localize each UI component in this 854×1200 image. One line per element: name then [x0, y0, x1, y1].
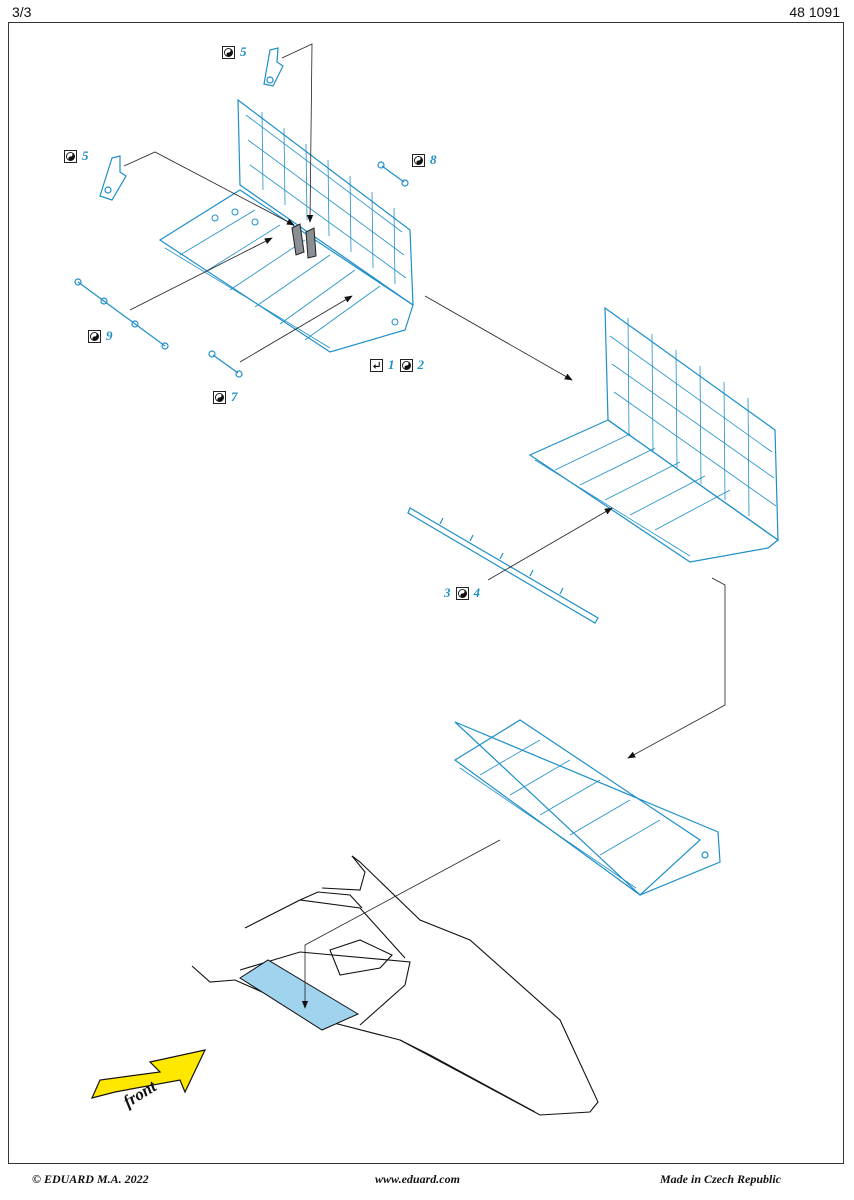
set-number: 48 1091: [789, 4, 840, 20]
flap-bay-highlight: [239, 959, 360, 1031]
wing-outline: [191, 855, 599, 1116]
part-5-upper: [263, 47, 284, 87]
leader-lines-2: [487, 507, 726, 759]
yin-yang-icon: [64, 149, 77, 163]
callout-part-5-left: 5: [64, 148, 89, 164]
leader-lines: [123, 43, 573, 381]
flap-bay-assembly-3: [453, 719, 721, 896]
yin-yang-icon: [399, 358, 413, 372]
flap-bay-assembly-2: [528, 306, 779, 563]
callout-number: 8: [430, 152, 437, 167]
yin-yang-icon: [88, 329, 101, 343]
yin-yang-icon: [412, 153, 425, 167]
front-arrow-icon: [90, 1049, 207, 1099]
flap-bay-assembly-1: [158, 98, 414, 353]
part-3-strip: [407, 507, 599, 624]
callout-parts-3-4: 3 4: [444, 585, 480, 601]
callout-number: 4: [473, 585, 481, 600]
part-9: [74, 278, 169, 350]
part-8: [377, 161, 409, 187]
callout-number: 1: [388, 357, 395, 372]
callout-number: 5: [240, 44, 247, 59]
callout-part-9: 9: [88, 328, 113, 344]
callout-number: 3: [444, 585, 451, 600]
callout-part-8: 8: [412, 152, 437, 168]
sheet-frame: [8, 22, 844, 1164]
yin-yang-icon: [213, 390, 226, 404]
callout-number: 2: [417, 357, 425, 372]
footer-made-in: Made in Czech Republic: [660, 1172, 781, 1187]
callout-part-5-upper: 5: [222, 44, 247, 60]
part-7: [208, 350, 243, 378]
callout-parts-1-2: 1 2: [370, 357, 424, 373]
callout-number: 9: [106, 328, 113, 343]
made-in-text: Made in Czech Republic: [660, 1172, 782, 1186]
yin-yang-icon: [455, 586, 469, 600]
page-number: 3/3: [12, 4, 32, 20]
bend-arrow-icon: [370, 358, 383, 372]
bracket-fittings: [291, 223, 317, 259]
leader-lines-3: [301, 839, 501, 1009]
footer-website[interactable]: www.eduard.com: [375, 1172, 460, 1186]
part-5-left: [99, 155, 127, 201]
callout-number: 5: [82, 148, 89, 163]
footer-copyright: © EDUARD M.A. 2022: [32, 1172, 149, 1186]
yin-yang-icon: [222, 45, 235, 59]
callout-part-7: 7: [213, 389, 238, 405]
callout-number: 7: [231, 389, 238, 404]
